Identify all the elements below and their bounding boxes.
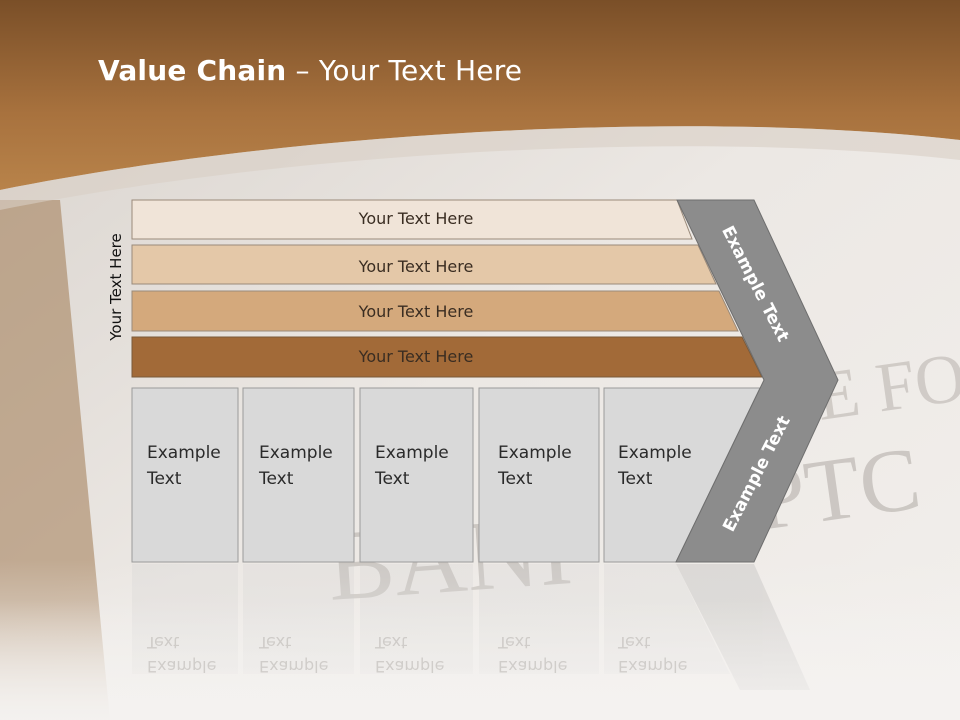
column-2-label: Example Text [259, 443, 333, 489]
title-rest: – Your Text Here [286, 54, 523, 87]
column-4-label: Example Text [498, 443, 572, 489]
chevron-shape [675, 199, 839, 563]
band-3-label: Your Text Here [358, 302, 474, 321]
band-4-label: Your Text Here [358, 347, 474, 366]
column-3-label: Example Text [375, 443, 449, 489]
column-2-reflection: Example Text [259, 633, 329, 676]
column-4-shape [478, 387, 600, 563]
band-3-shape [131, 290, 739, 332]
title-bold: Value Chain [98, 54, 287, 87]
column-5-label: Example Text [618, 443, 692, 489]
column-1-label: Example Text [147, 443, 221, 489]
column-4-reflection: Example Text [498, 633, 568, 676]
column-1-reflection: Example Text [147, 633, 217, 676]
column-5-reflection: Example Text [618, 633, 688, 676]
band-1-label: Your Text Here [358, 209, 474, 228]
column-3-shape [359, 387, 474, 563]
vertical-label: Your Text Here [107, 233, 125, 341]
slide-title: Value Chain – Your Text Here [98, 54, 522, 87]
column-2-shape [242, 387, 355, 563]
band-2-label: Your Text Here [358, 257, 474, 276]
column-1-shape [131, 387, 239, 563]
band-1-shape [131, 199, 693, 240]
column-3-reflection: Example Text [375, 633, 445, 676]
band-2-shape [131, 244, 717, 285]
